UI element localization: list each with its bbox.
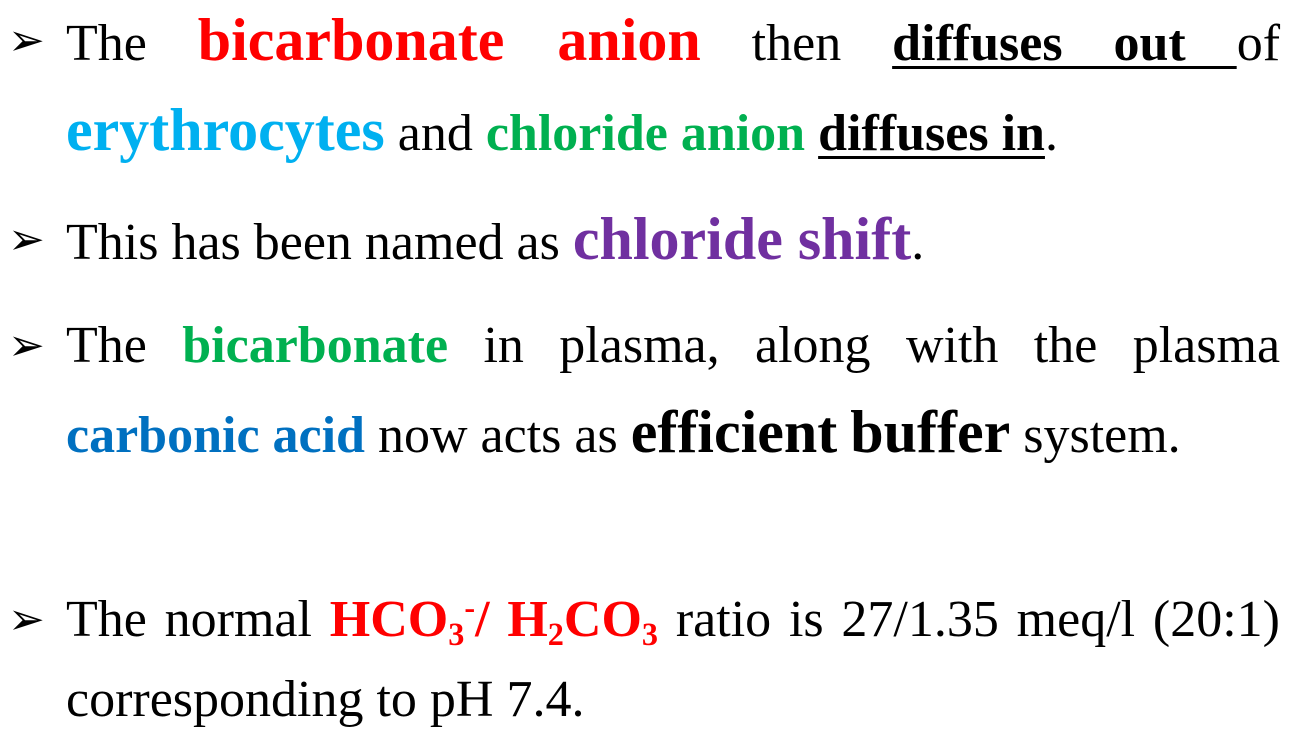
term-chloride-anion: chloride anion xyxy=(485,105,806,162)
text-ratio: ratio is 27/1.35 meq/l (20:1) correspond… xyxy=(66,591,1280,728)
bullet-chloride-shift: ➢ This has been named as chloride shift. xyxy=(8,196,1280,286)
arrow-bullet-icon: ➢ xyxy=(8,214,45,265)
text-the-normal: The normal xyxy=(66,591,312,648)
bullet-text: The bicarbonate anion then diffuses out … xyxy=(66,0,1280,177)
term-bicarbonate: bicarbonate xyxy=(182,317,449,374)
term-chloride-shift: chloride shift xyxy=(572,206,912,272)
bullet-text: This has been named as chloride shift. xyxy=(66,196,1280,286)
term-erythrocytes: erythrocytes xyxy=(66,97,385,163)
bullet-chloride-diffusion: ➢ The bicarbonate anion then diffuses ou… xyxy=(8,0,1280,177)
term-bicarbonate-anion: bicarbonate anion xyxy=(197,7,701,73)
text-period: . xyxy=(1044,105,1058,162)
text-named-as: This has been named as xyxy=(66,214,560,271)
bullet-buffer-system: ➢ The bicarbonate in plasma, along with … xyxy=(8,302,1280,479)
term-diffuses-out: diffuses out xyxy=(892,15,1237,72)
text-in-plasma: in plasma, along with the plasma xyxy=(483,317,1281,374)
bullet-ratio: ➢ The normal HCO3-/ H2CO3 ratio is 27/1.… xyxy=(8,580,1280,740)
text-of: of xyxy=(1236,15,1281,72)
text-period: . xyxy=(911,214,925,271)
formula-hco3-h2co3: HCO3-/ H2CO3 xyxy=(329,589,659,653)
text-and: and xyxy=(397,105,473,162)
bullet-text: The bicarbonate in plasma, along with th… xyxy=(66,302,1280,479)
arrow-bullet-icon: ➢ xyxy=(8,320,45,371)
text-the: The xyxy=(66,15,147,72)
arrow-bullet-icon: ➢ xyxy=(8,15,45,66)
term-efficient: efficient xyxy=(630,399,838,465)
text-the: The xyxy=(66,317,147,374)
text-then: then xyxy=(751,15,842,72)
text-acts-as: now acts as xyxy=(377,407,618,464)
bullet-text: The normal HCO3-/ H2CO3 ratio is 27/1.35… xyxy=(66,580,1280,740)
term-carbonic-acid: carbonic acid xyxy=(66,407,365,464)
term-diffuses-in: diffuses in xyxy=(818,105,1045,162)
term-buffer: buffer xyxy=(850,399,1011,465)
text-system: system. xyxy=(1023,407,1181,464)
arrow-bullet-icon: ➢ xyxy=(8,594,45,645)
